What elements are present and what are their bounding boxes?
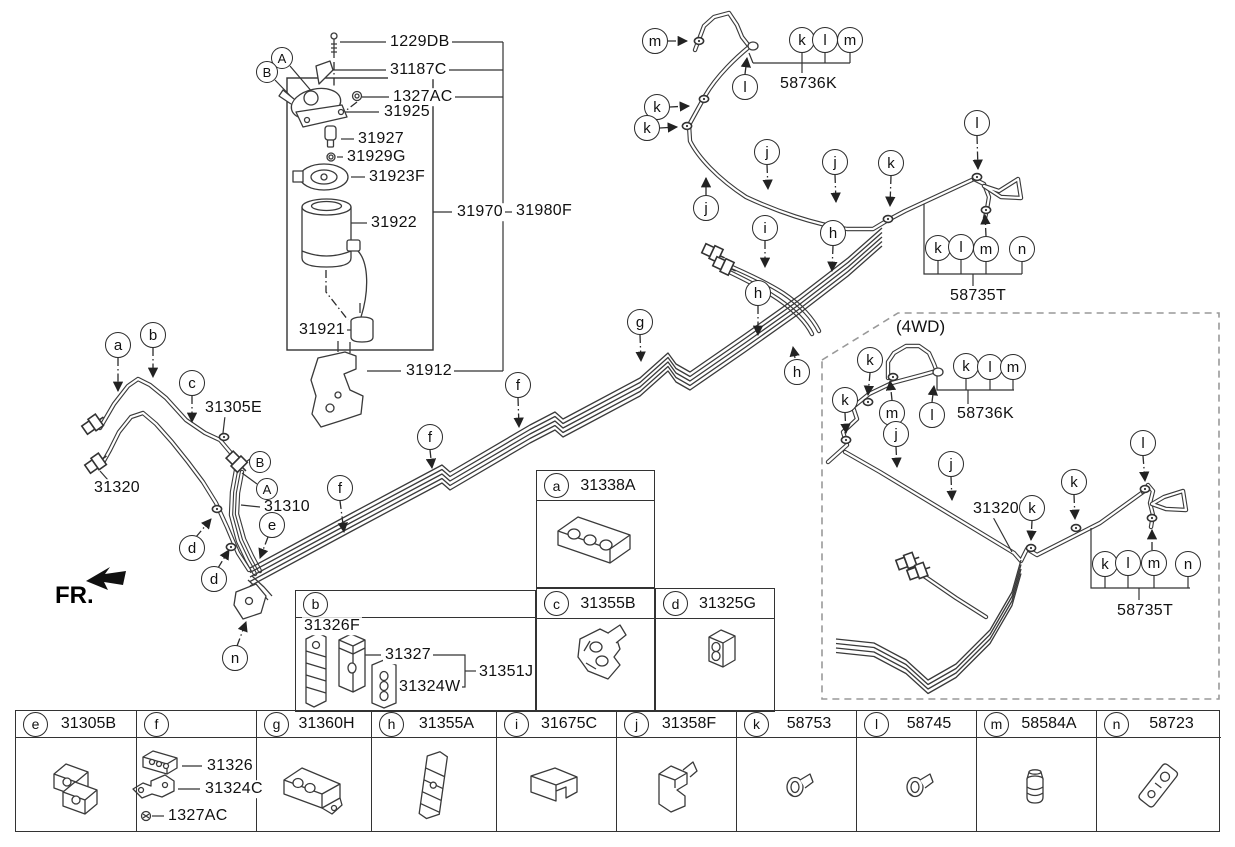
fr-arrow-icon	[86, 567, 126, 590]
reference-part-icons	[53, 516, 1179, 822]
fuel-lines	[97, 10, 1189, 695]
callout-arrows	[112, 35, 1158, 647]
fr-direction-label: FR.	[55, 582, 94, 609]
component-drawings	[80, 32, 1158, 620]
4wd-dashed-border	[821, 312, 1220, 700]
label-leader-lines	[99, 41, 1190, 817]
4wd-section-label: (4WD)	[896, 317, 946, 336]
filter-assembly-box	[286, 77, 1220, 700]
